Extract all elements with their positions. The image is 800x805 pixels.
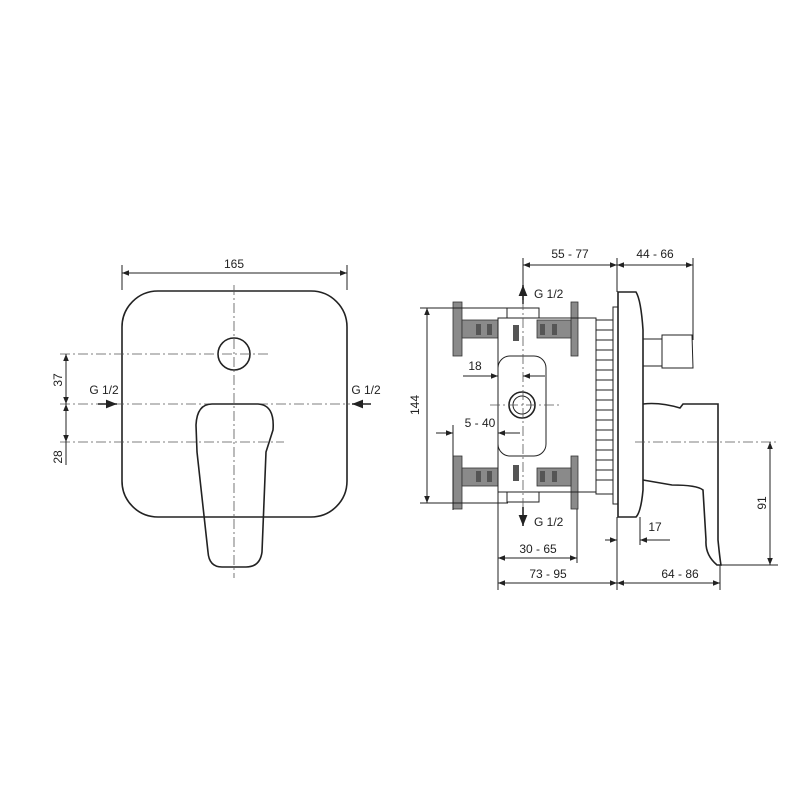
front-view: 165 37 28 G 1/2 G 1/2 <box>51 257 381 578</box>
diverter-side <box>642 338 663 367</box>
inlet-left-label: G 1/2 <box>89 383 119 397</box>
dim-5-40-label: 5 - 40 <box>465 416 496 430</box>
dim-91-label: 91 <box>755 496 769 510</box>
dim-30-65-label: 30 - 65 <box>519 542 557 556</box>
dim-73-95-label: 73 - 95 <box>529 567 567 581</box>
side-view: 55 - 77 44 - 66 G 1/2 <box>408 247 778 590</box>
dim-64-86-label: 64 - 86 <box>661 567 699 581</box>
cartridge-housing <box>497 355 547 457</box>
dim-37-label: 37 <box>51 373 65 387</box>
dim-55-77-label: 55 - 77 <box>551 247 589 261</box>
lever-handle <box>195 403 275 568</box>
dim-144-label: 144 <box>408 395 422 415</box>
dim-44-66-label: 44 - 66 <box>636 247 674 261</box>
cover-plate-side <box>617 291 644 518</box>
inlet-right-label: G 1/2 <box>351 383 381 397</box>
lever-side <box>642 402 722 566</box>
outlet-top-label: G 1/2 <box>534 287 564 301</box>
dim-28-label: 28 <box>51 450 65 464</box>
width-label: 165 <box>224 257 244 271</box>
dim-18-label: 18 <box>468 359 482 373</box>
dim-17-label: 17 <box>648 520 662 534</box>
outlet-bottom-label: G 1/2 <box>534 515 564 529</box>
